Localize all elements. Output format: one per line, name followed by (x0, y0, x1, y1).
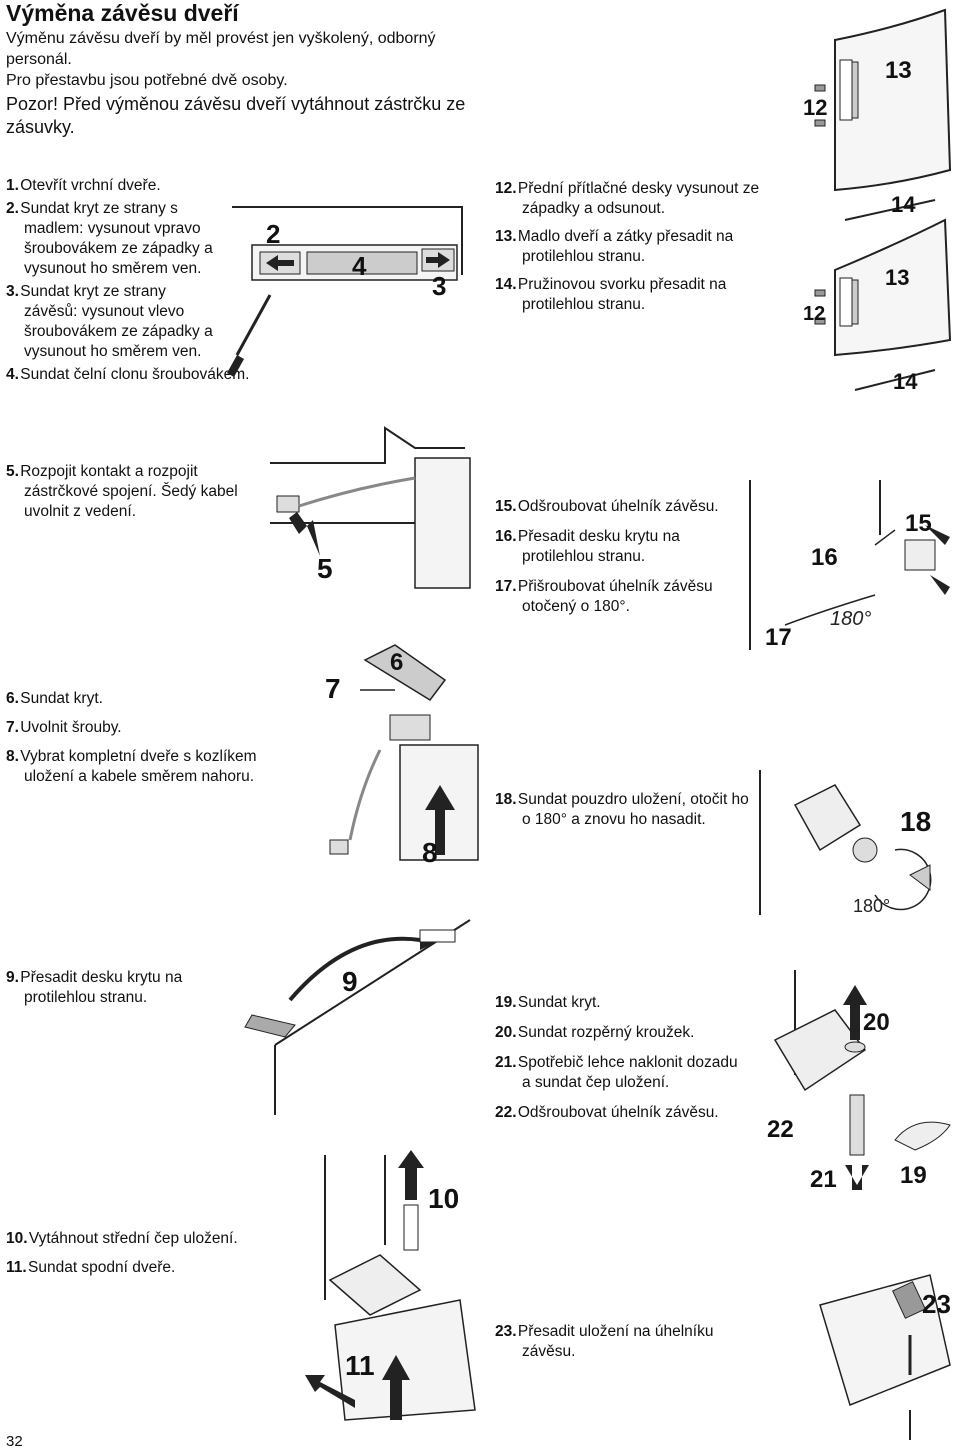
figure-label-2: 2 (266, 219, 280, 249)
figure-label-5: 5 (317, 553, 333, 584)
figure-hinge-pin: 20 22 21 19 (755, 965, 960, 1200)
figure-label-16: 16 (811, 544, 838, 571)
step-20: 20. Sundat rozpěrný kroužek. (495, 1024, 695, 1041)
steps-1-4: 1. Otevřít vrchní dveře. 2. Sundat kryt … (6, 176, 249, 385)
steps-15-17: 15. Odšroubovat úhelník závěsu. 16. Přes… (495, 497, 740, 617)
figure-lower-door: 10 11 (300, 1150, 480, 1425)
step-17: 17. Přišroubovat úhelník závěsu otočený … (495, 578, 713, 615)
figure-label-15: 15 (905, 510, 932, 537)
figure-label-180a: 180° (830, 608, 871, 630)
figure-label-12b: 12 (803, 303, 825, 325)
step-22: 22. Odšroubovat úhelník závěsu. (495, 1104, 719, 1121)
figure-label-9: 9 (342, 966, 358, 997)
figure-label-8: 8 (422, 837, 438, 865)
page-title: Výměna závěsu dveří (6, 0, 239, 26)
figure-bushing: 18 180° (755, 765, 960, 920)
step-14: 14. Pružinovou svorku přesadit na protil… (495, 276, 727, 313)
step-7: 7. Uvolnit šrouby. (6, 719, 122, 736)
step-15: 15. Odšroubovat úhelník závěsu. (495, 498, 719, 515)
intro-line-1: Výměnu závěsu dveří by měl provést jen v… (6, 30, 436, 68)
step-9: 9. Přesadit desku krytu na protilehlou s… (6, 969, 183, 1006)
figure-label-13b: 13 (885, 265, 909, 290)
figure-label-20: 20 (863, 1009, 890, 1036)
step-2: 2. Sundat kryt ze strany s madlem: vysun… (6, 200, 213, 277)
page-number: 32 (6, 1433, 23, 1450)
figure-cover-removal: 2 4 3 (222, 195, 472, 380)
step-23: 23. Přesadit uložení na úhelníku závěsu. (495, 1323, 714, 1360)
figure-label-23: 23 (922, 1289, 951, 1319)
steps-10-11: 10. Vytáhnout střední čep uložení. 11. S… (6, 1229, 266, 1278)
figure-label-180b: 180° (853, 896, 890, 916)
figure-label-19: 19 (900, 1162, 927, 1189)
step-10: 10. Vytáhnout střední čep uložení. (6, 1230, 238, 1247)
step-1: 1. Otevřít vrchní dveře. (6, 177, 161, 194)
figure-label-4: 4 (352, 251, 367, 281)
figure-label-7: 7 (325, 673, 341, 704)
step-21: 21. Spotřebič lehce naklonit dozadu a su… (495, 1054, 738, 1091)
figure-cover-swap: 9 (240, 915, 475, 1115)
figure-bearing-transfer: 23 (790, 1255, 960, 1445)
step-8: 8. Vybrat kompletní dveře s kozlíkem ulo… (6, 748, 257, 785)
figure-label-11: 11 (345, 1350, 375, 1381)
figure-handle-top: 13 12 (795, 0, 960, 200)
figure-label-13a: 13 (885, 57, 912, 84)
step-6: 6. Sundat kryt. (6, 690, 103, 707)
figure-remove-door: 7 6 8 (320, 640, 480, 865)
figure-label-10: 10 (428, 1183, 459, 1214)
figure-label-21: 21 (810, 1166, 837, 1193)
steps-6-8: 6. Sundat kryt. 7. Uvolnit šrouby. 8. Vy… (6, 689, 296, 787)
figure-label-6: 6 (390, 649, 403, 676)
step-5: 5. Rozpojit kontakt a rozpojit zástrčkov… (6, 463, 238, 520)
warning-text: Pozor! Před výměnou závěsu dveří vytáhno… (6, 94, 466, 137)
step-12: 12. Přední přítlačné desky vysunout ze z… (495, 180, 760, 217)
intro-text: Výměnu závěsu dveří by měl provést jen v… (6, 28, 476, 91)
figure-hinge-angle: 15 16 17 180° (745, 475, 960, 655)
figure-label-14b: 14 (893, 369, 918, 394)
step-19: 19. Sundat kryt. (495, 994, 601, 1011)
steps-12-14: 12. Přední přítlačné desky vysunout ze z… (495, 179, 785, 315)
figure-handle-bottom: 14 13 12 14 (795, 190, 960, 400)
intro-line-2: Pro přestavbu jsou potřebné dvě osoby. (6, 72, 288, 89)
figure-label-14a: 14 (891, 192, 916, 217)
figure-label-12a: 12 (803, 95, 827, 120)
figure-label-3: 3 (432, 271, 446, 301)
step-18: 18. Sundat pouzdro uložení, otočit ho o … (495, 791, 749, 828)
steps-19-22: 19. Sundat kryt. 20. Sundat rozpěrný kro… (495, 993, 745, 1123)
step-16: 16. Přesadit desku krytu na protilehlou … (495, 528, 680, 565)
figure-label-18: 18 (900, 806, 931, 837)
step-3: 3. Sundat kryt ze strany závěsů: vysunou… (6, 283, 213, 360)
figure-label-17: 17 (765, 624, 792, 651)
step-4: 4. Sundat čelní clonu šroubovákem. (6, 366, 250, 383)
figure-connector: 5 (265, 408, 475, 593)
step-13: 13. Madlo dveří a zátky přesadit na prot… (495, 228, 734, 265)
step-11: 11. Sundat spodní dveře. (6, 1259, 176, 1276)
figure-label-22: 22 (767, 1116, 794, 1143)
